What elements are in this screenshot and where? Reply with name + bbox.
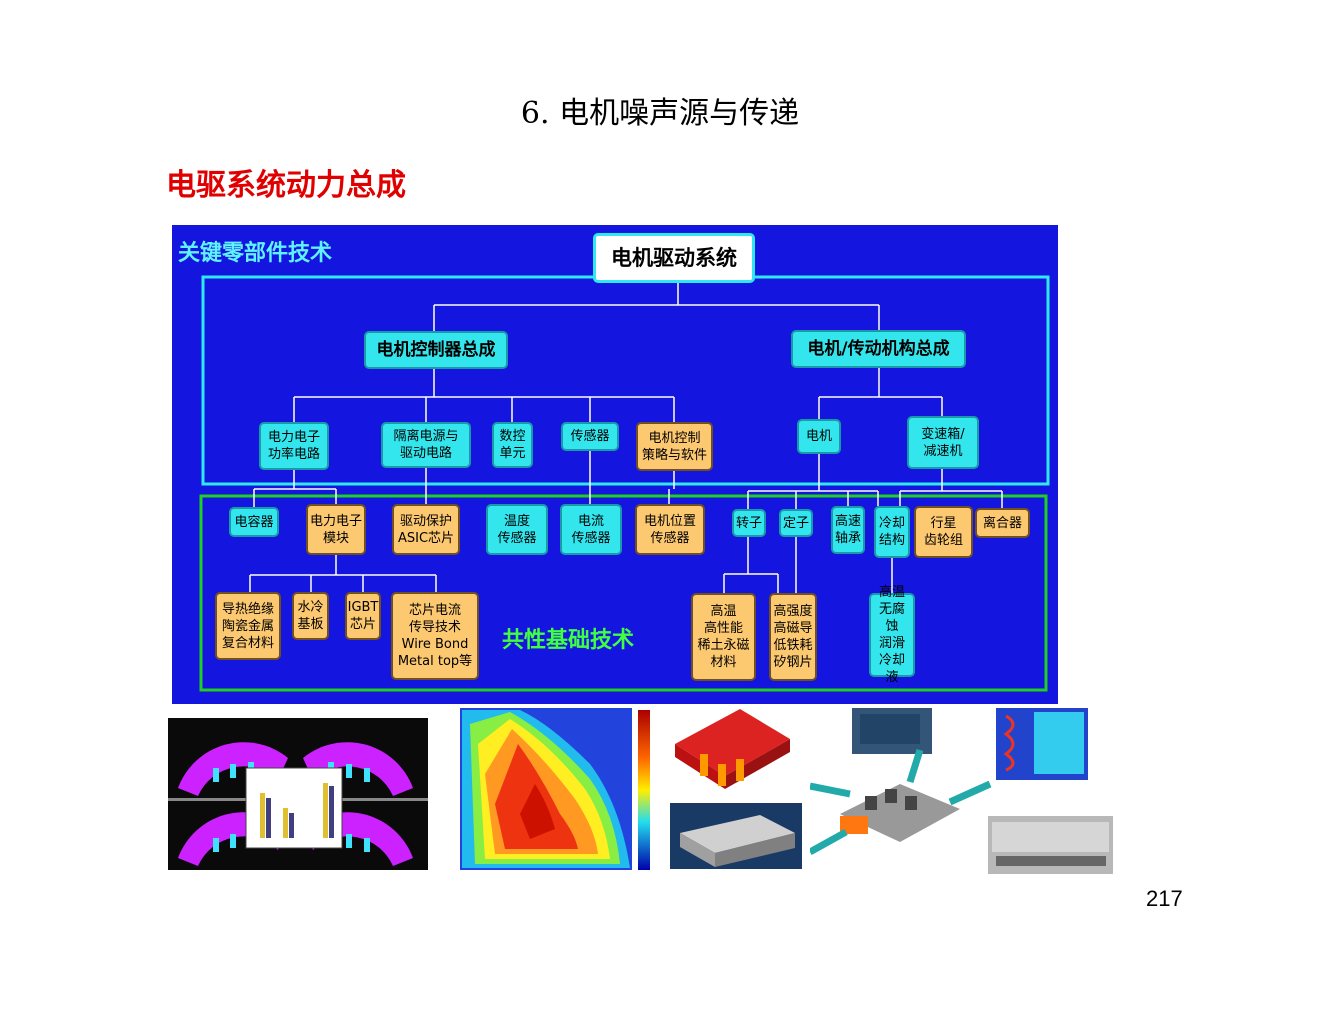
node-bearing: 高速 轴承	[831, 506, 865, 554]
root-node: 电机驱动系统	[593, 233, 755, 283]
node-label: IGBT 芯片	[347, 600, 379, 632]
node-motor: 电机	[797, 419, 841, 454]
node-label: 变速箱/ 减速机	[921, 426, 965, 459]
capacitor-cad-image	[670, 803, 802, 869]
node-label: 高温 无腐蚀 润滑 冷却液	[878, 585, 905, 685]
node-label: 行星 齿轮组	[923, 516, 963, 548]
page-number: 217	[1146, 886, 1183, 911]
node-label: 隔离电源与 驱动电路	[393, 429, 459, 461]
node-label: 高强度 高磁导 低铁耗 矽钢片	[773, 604, 813, 670]
node-power-circuit: 电力电子 功率电路	[259, 422, 329, 470]
page-title: 6. 电机噪声源与传递	[520, 96, 800, 131]
root-label: 电机驱动系统	[611, 245, 737, 270]
node-label: 电流 传感器	[571, 513, 611, 546]
power-module-cad-image	[670, 704, 805, 800]
node-label: 电力电子 模块	[310, 513, 363, 546]
node-label: 电机位置 传感器	[643, 513, 696, 546]
node-isolated-driver: 隔离电源与 驱动电路	[381, 422, 471, 468]
motor-fem-simulation-image	[168, 718, 428, 870]
node-ceramic-composite: 导热绝缘 陶瓷金属 复合材料	[215, 592, 281, 660]
node-label: 电机	[805, 429, 832, 444]
node-stator: 定子	[779, 509, 813, 537]
node-label: 转子	[736, 515, 763, 531]
node-label: 电机控制器总成	[376, 339, 496, 360]
inverter-assembly-image	[810, 704, 1120, 876]
node-label: 高温 高性能 稀土永磁 材料	[697, 604, 750, 670]
common-tech-label: 共性基础技术	[502, 628, 635, 653]
node-label: 导热绝缘 陶瓷金属 复合材料	[221, 601, 274, 651]
node-gearbox: 变速箱/ 减速机	[907, 416, 979, 469]
node-label: 温度 传感器	[497, 513, 537, 546]
node-label: 电机控制 策略与软件	[641, 430, 707, 463]
node-label: 高速 轴承	[835, 514, 862, 546]
node-label: 芯片电流 传导技术 Wire Bond Metal top等	[397, 603, 473, 669]
node-nc-unit: 数控 单元	[492, 422, 533, 468]
node-wire-bond: 芯片电流 传导技术 Wire Bond Metal top等	[391, 592, 479, 680]
node-capacitor: 电容器	[229, 507, 279, 537]
node-sensor: 传感器	[561, 422, 619, 451]
node-label: 电机/传动机构总成	[807, 338, 950, 359]
node-position-sensor: 电机位置 传感器	[635, 504, 705, 555]
key-components-label: 关键零部件技术	[178, 241, 333, 266]
efficiency-map-contour-image	[440, 704, 665, 882]
node-silicon-steel: 高强度 高磁导 低铁耗 矽钢片	[769, 593, 817, 681]
node-planetary-gear: 行星 齿轮组	[914, 506, 973, 558]
node-current-sensor: 电流 传感器	[560, 504, 622, 555]
node-label: 离合器	[982, 515, 1022, 531]
node-label: 数控 单元	[499, 429, 526, 461]
architecture-diagram: 关键零部件技术 共性基础技术 电机驱动系统 电机控制器总成 电机/传动机构总成 …	[172, 225, 1058, 704]
node-label: 电容器	[234, 514, 274, 530]
node-label: 驱动保护 ASIC芯片	[397, 513, 455, 546]
node-power-module: 电力电子 模块	[306, 504, 366, 555]
node-igbt-chip: IGBT 芯片	[345, 592, 381, 640]
node-cooling-structure: 冷却 结构	[874, 506, 910, 558]
node-label: 冷却 结构	[878, 516, 905, 548]
node-label: 传感器	[570, 429, 610, 444]
node-controller-assembly: 电机控制器总成	[364, 331, 508, 369]
node-label: 定子	[783, 515, 810, 531]
node-temp-sensor: 温度 传感器	[486, 504, 548, 555]
node-label: 水冷 基板	[297, 600, 324, 632]
node-control-strategy: 电机控制 策略与软件	[636, 422, 713, 471]
node-label: 电力电子 功率电路	[267, 430, 320, 462]
green-frame	[199, 494, 1048, 692]
node-motor-transmission-assembly: 电机/传动机构总成	[791, 330, 966, 368]
node-asic-chip: 驱动保护 ASIC芯片	[392, 504, 460, 555]
node-permanent-magnet: 高温 高性能 稀土永磁 材料	[691, 593, 756, 681]
node-rotor: 转子	[732, 509, 766, 537]
node-coolant: 高温 无腐蚀 润滑 冷却液	[869, 585, 915, 685]
node-clutch: 离合器	[975, 508, 1030, 538]
node-cooling-plate: 水冷 基板	[292, 592, 329, 640]
section-title: 电驱系统动力总成	[166, 168, 406, 203]
